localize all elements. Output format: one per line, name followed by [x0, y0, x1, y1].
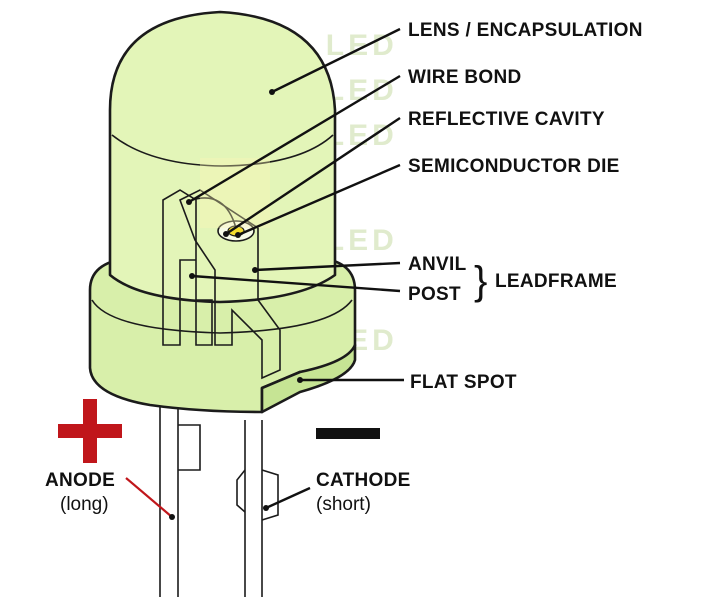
label-anode-sub: (long) — [60, 494, 109, 515]
label-lens: LENS / ENCAPSULATION — [408, 20, 643, 41]
leader-reflective-cavity — [225, 117, 401, 235]
flat-spot-face — [260, 343, 357, 414]
leader-anode — [125, 477, 173, 518]
label-anvil: ANVIL — [408, 254, 467, 275]
leader-post — [191, 274, 401, 293]
leader-post-dot — [189, 273, 195, 279]
wire-bond — [191, 197, 237, 229]
cathode-lead — [244, 420, 263, 597]
cathode-lead-kink — [236, 469, 279, 521]
dome-seam — [111, 134, 334, 167]
leader-anvil-dot — [252, 267, 258, 273]
label-cathode: CATHODE — [316, 470, 411, 491]
label-reflective-cavity: REFLECTIVE CAVITY — [408, 109, 605, 130]
label-anode: ANODE — [45, 470, 115, 491]
label-wire-bond: WIRE BOND — [408, 67, 522, 88]
plus-sign — [58, 399, 122, 463]
dome-shape — [108, 10, 337, 304]
minus-sign — [316, 428, 380, 439]
leader-wire-bond-dot — [186, 199, 192, 205]
leader-flat-spot-dot — [297, 377, 303, 383]
anode-lead — [159, 420, 179, 597]
leader-semiconductor-die-dot — [235, 232, 241, 238]
leader-anode-dot — [169, 514, 175, 520]
anvil-shape — [178, 189, 281, 380]
polarity-symbols — [58, 399, 380, 463]
leader-cathode — [265, 486, 311, 510]
leader-lines — [125, 27, 404, 520]
base-flange-top — [91, 299, 353, 334]
labels: LENS / ENCAPSULATION WIRE BOND REFLECTIV… — [45, 20, 643, 515]
leader-reflective-cavity-dot — [223, 231, 229, 237]
leader-cathode-dot — [263, 505, 269, 511]
label-post: POST — [408, 284, 461, 305]
label-cathode-sub: (short) — [316, 494, 371, 515]
leader-wire-bond — [188, 74, 401, 204]
led-base — [88, 256, 357, 414]
leader-lens — [271, 27, 401, 94]
label-flat-spot: FLAT SPOT — [410, 372, 517, 393]
leader-anvil — [254, 261, 401, 272]
leadframe-brace: } — [474, 259, 488, 303]
leader-semiconductor-die — [237, 163, 401, 237]
die-glow — [200, 158, 270, 228]
leader-lens-dot — [269, 89, 275, 95]
label-leadframe: LEADFRAME — [495, 271, 617, 292]
anode-lead-kink — [178, 424, 201, 471]
label-semiconductor-die: SEMICONDUCTOR DIE — [408, 156, 620, 177]
led-dome — [108, 10, 337, 304]
